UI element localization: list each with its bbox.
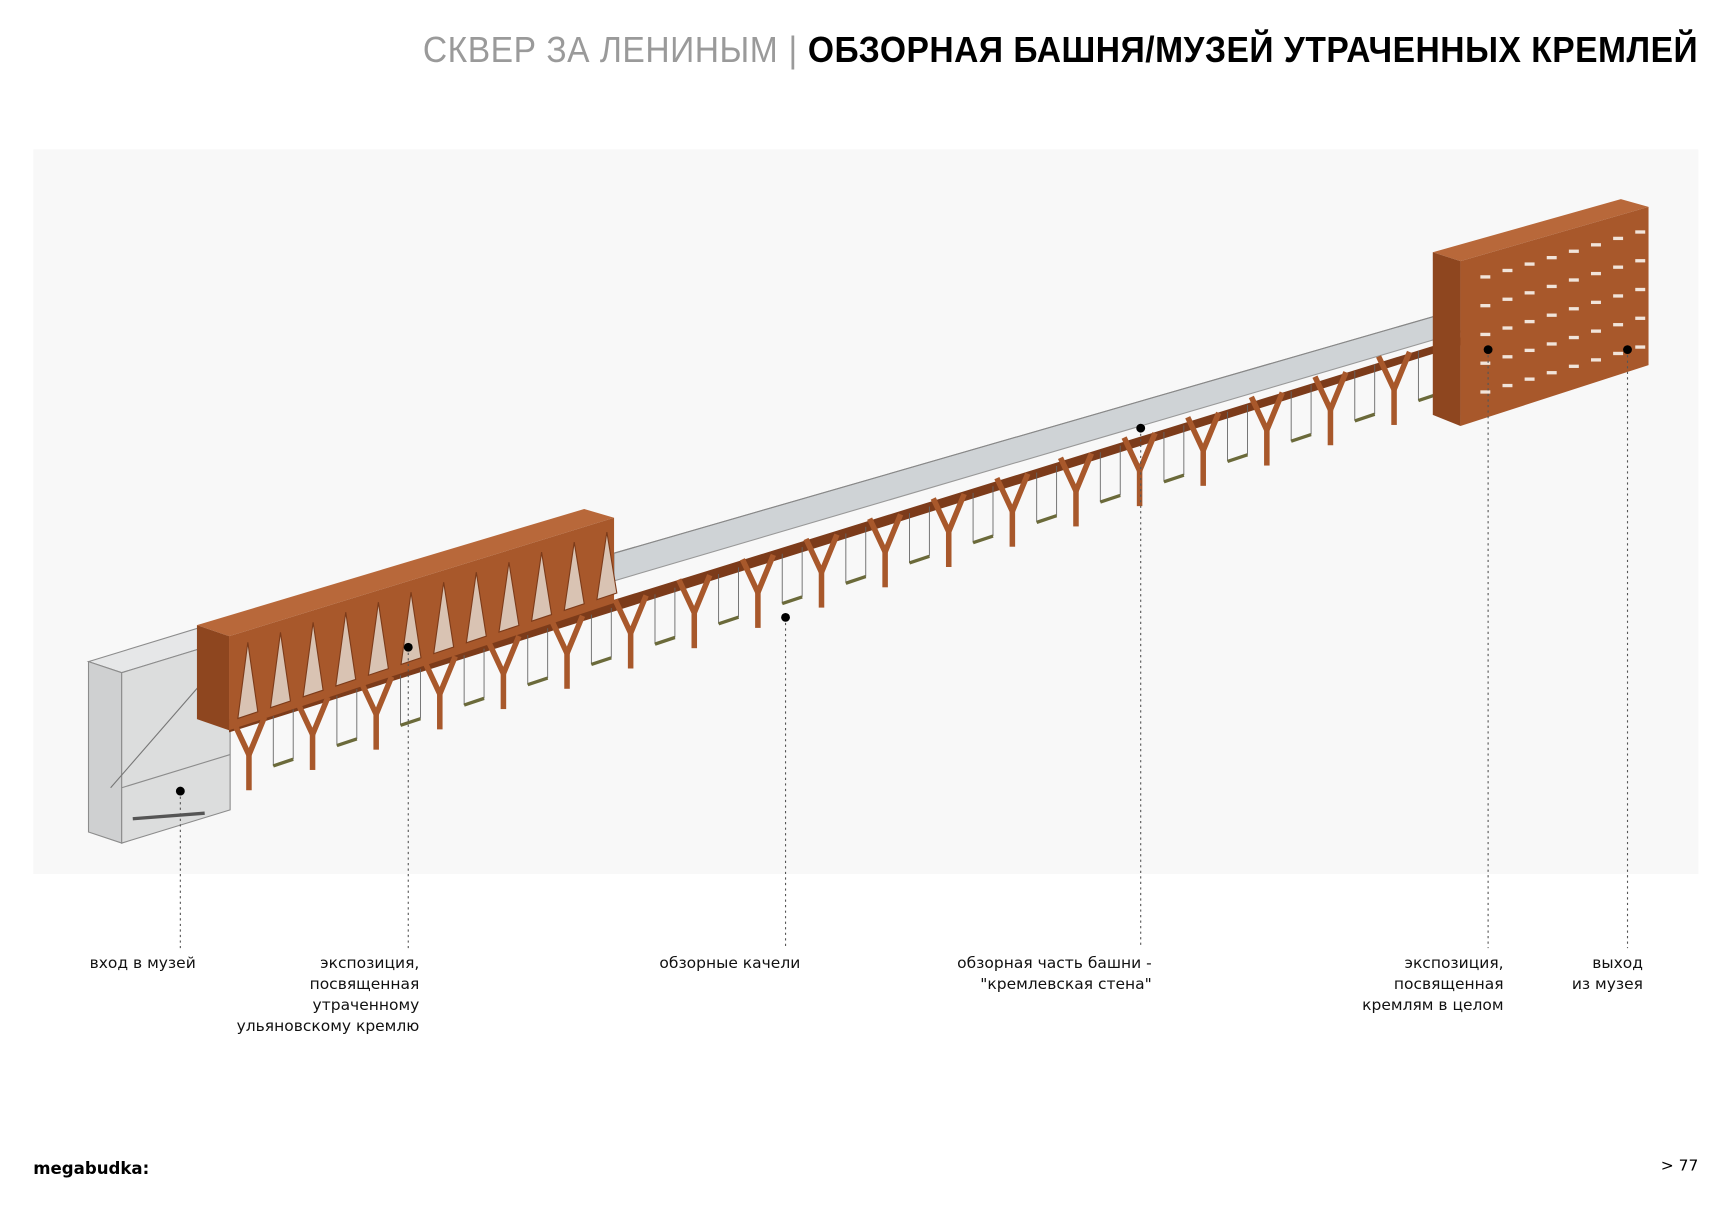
- swing-seat: [845, 575, 867, 585]
- triangle-opening: [563, 542, 585, 612]
- label-observation-part: обзорная часть башни -"кремлевская стена…: [957, 954, 1152, 994]
- facade-slot: [1524, 377, 1535, 381]
- triangle-opening: [433, 582, 455, 655]
- facade-slot: [1546, 371, 1557, 375]
- callout-dot: [1136, 423, 1146, 433]
- triangle-opening: [302, 622, 324, 698]
- callout-dot: [781, 612, 790, 622]
- callout-dot: [1623, 345, 1632, 355]
- swing-seat: [654, 635, 676, 646]
- bridge-deck: [229, 311, 1462, 733]
- facade-slot: [1613, 294, 1624, 298]
- triangle-opening: [498, 562, 520, 633]
- title-separator: |: [788, 28, 798, 70]
- facade-slot: [1546, 284, 1557, 289]
- facade-slot: [1613, 236, 1624, 241]
- swing-seat: [399, 717, 421, 727]
- facade-slot: [1502, 326, 1513, 330]
- triangle-opening: [367, 602, 389, 677]
- swing-seat: [1227, 453, 1248, 464]
- facade-slot: [1502, 355, 1513, 359]
- facade-slot: [1635, 287, 1646, 292]
- swing-seat: [1290, 432, 1312, 443]
- label-entrance: вход в музей: [89, 954, 196, 973]
- facade-slot: [1568, 307, 1579, 311]
- facade-slot: [1591, 300, 1601, 305]
- swing-seat: [1099, 493, 1121, 504]
- swing-seat: [1036, 514, 1058, 524]
- facade-slot: [1635, 316, 1646, 320]
- triangle-opening: [269, 632, 292, 709]
- callout-dot: [403, 642, 413, 652]
- page-number: > 77: [1660, 1157, 1699, 1175]
- facade-slot: [1613, 265, 1624, 269]
- triangle-opening: [530, 552, 553, 623]
- callout-markers: [175, 345, 1632, 949]
- swing-seat: [463, 696, 485, 707]
- triangle-opening: [465, 572, 487, 644]
- triangle-opening: [237, 642, 259, 720]
- facade-slot: [1480, 275, 1491, 279]
- swing-seat: [1163, 473, 1185, 484]
- swing-seat: [590, 656, 612, 666]
- swing-seat: [527, 676, 549, 687]
- triangle-opening: [596, 532, 618, 601]
- facade-slot: [1546, 255, 1557, 260]
- left-exhibition-block: [196, 508, 618, 731]
- facade-slot: [1524, 262, 1535, 266]
- triangle-opening: [335, 612, 357, 687]
- swing-seat: [1354, 412, 1376, 423]
- facade-slot: [1568, 278, 1579, 282]
- facade-slot: [1524, 291, 1535, 295]
- label-swings: обзорные качели: [659, 954, 801, 973]
- swing-seat: [336, 737, 358, 748]
- facade-slot: [1613, 351, 1624, 356]
- y-column: [1376, 350, 1413, 397]
- facade-slot: [1524, 319, 1535, 324]
- facade-slot: [1568, 335, 1579, 340]
- facade-slot: [1591, 271, 1601, 276]
- swing-seat: [781, 595, 803, 606]
- facade-slot: [1635, 259, 1646, 263]
- columns-and-swings: [230, 344, 1439, 791]
- page-header: СКВЕР ЗА ЛЕНИНЫМ|ОБЗОРНАЯ БАШНЯ/МУЗЕЙ УТ…: [423, 29, 1698, 71]
- swing-seat: [272, 757, 294, 768]
- swing-seat: [718, 615, 740, 626]
- facade-slot: [1502, 268, 1513, 273]
- page-title: ОБЗОРНАЯ БАШНЯ/МУЗЕЙ УТРАЧЕННЫХ КРЕМЛЕЙ: [807, 28, 1699, 70]
- facade-slot: [1480, 361, 1491, 365]
- facade-slot: [1613, 323, 1624, 327]
- swing-seat: [972, 534, 994, 545]
- facade-slot: [1546, 342, 1557, 346]
- facade-slot: [1480, 390, 1491, 394]
- callout-dot: [1483, 345, 1493, 355]
- facade-slot: [1502, 383, 1513, 388]
- swing-seat: [908, 554, 930, 565]
- facade-slot: [1546, 313, 1557, 317]
- facade-slot: [1591, 329, 1601, 333]
- facade-slot: [1635, 230, 1646, 234]
- facade-slot: [1568, 364, 1579, 368]
- section-title: СКВЕР ЗА ЛЕНИНЫМ: [423, 28, 779, 70]
- facade-slot: [1591, 358, 1601, 362]
- brand-logo: megabudka:: [33, 1158, 150, 1179]
- facade-slot: [1635, 345, 1646, 349]
- callout-dot: [175, 786, 185, 796]
- tower-block: [1432, 199, 1649, 426]
- facade-slot: [1568, 249, 1579, 253]
- facade-slot: [1480, 304, 1491, 308]
- facade-slot: [1502, 297, 1513, 301]
- facade-slot: [1480, 332, 1491, 337]
- facade-slot: [1524, 348, 1535, 353]
- facade-slot: [1591, 243, 1601, 247]
